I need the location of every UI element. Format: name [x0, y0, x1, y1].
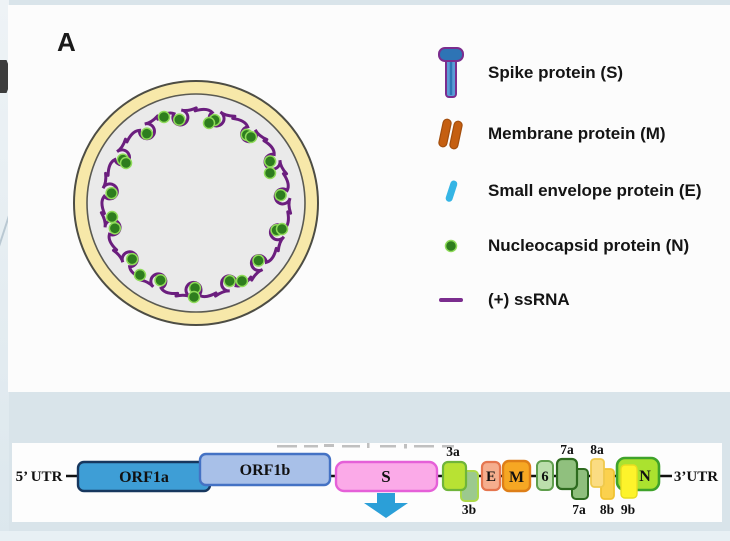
legend-label-nucleocapsid: Nucleocapsid protein (N) — [488, 236, 690, 255]
virion-diagram — [73, 80, 319, 326]
legend-row-membrane: Membrane protein (M) — [432, 106, 666, 162]
envelope-icon — [432, 178, 470, 204]
s-gene-label: S — [381, 467, 390, 486]
virion-interior — [86, 93, 306, 313]
utr5-label: 5’ UTR — [16, 469, 63, 485]
orf3a-box — [441, 460, 468, 492]
orf3b-label: 3b — [462, 502, 476, 517]
s-gene-box — [334, 460, 439, 493]
orf7a-top-label: 7a — [560, 443, 574, 457]
e-gene-box — [480, 460, 502, 492]
legend-label-spike: Spike protein (S) — [488, 63, 624, 82]
ssrna-icon — [432, 296, 470, 304]
orf8a-label: 8a — [590, 443, 604, 457]
s-down-arrow-icon — [364, 493, 408, 518]
m-gene-box — [501, 459, 532, 493]
bottom-edge-strip — [0, 531, 730, 541]
legend-label-membrane: Membrane protein (M) — [488, 124, 666, 143]
slide-edge-strip — [0, 0, 12, 541]
orf8b-label: 8b — [600, 502, 614, 517]
panel-b-genome: 5’ UTR 3’UTR ORF1a ORF1b S 3a 3b E M — [12, 442, 722, 522]
orf6-label: 6 — [541, 469, 548, 485]
spike-icon — [432, 46, 470, 100]
orf8a-box — [590, 458, 605, 488]
orf1a-label: ORF1a — [119, 469, 169, 486]
orf3a-label: 3a — [446, 444, 460, 459]
e-gene-label: E — [486, 469, 496, 485]
nucleocapsid-icon — [432, 238, 470, 254]
panel-a-virion: A — [8, 5, 730, 392]
orf7a-box — [555, 457, 579, 491]
n-gene-label: N — [639, 468, 651, 485]
orf1b-label: ORF1b — [240, 462, 291, 479]
legend-row-spike: Spike protein (S) — [432, 45, 623, 101]
orf7a-bottom-label: 7a — [572, 502, 586, 517]
panel-label: A — [57, 27, 76, 57]
membrane-icon — [432, 116, 470, 152]
m-gene-label: M — [509, 469, 524, 486]
legend-row-ssrna: (+) ssRNA — [432, 272, 570, 328]
legend-label-envelope: Small envelope protein (E) — [488, 181, 702, 200]
legend-label-ssrna: (+) ssRNA — [488, 290, 570, 309]
nucleocapsid-beads — [105, 110, 289, 304]
utr3-label: 3’UTR — [674, 469, 718, 485]
legend-row-nucleocapsid: Nucleocapsid protein (N) — [432, 218, 689, 274]
orf9b-box — [620, 464, 638, 499]
orf9b-label: 9b — [621, 502, 635, 517]
orf1b-box — [198, 452, 332, 487]
orf6-box — [536, 460, 554, 491]
legend-row-envelope: Small envelope protein (E) — [432, 163, 702, 219]
cropped-text-artifact — [277, 443, 454, 449]
genome-map: 5’ UTR 3’UTR ORF1a ORF1b S 3a 3b E M — [16, 442, 718, 518]
